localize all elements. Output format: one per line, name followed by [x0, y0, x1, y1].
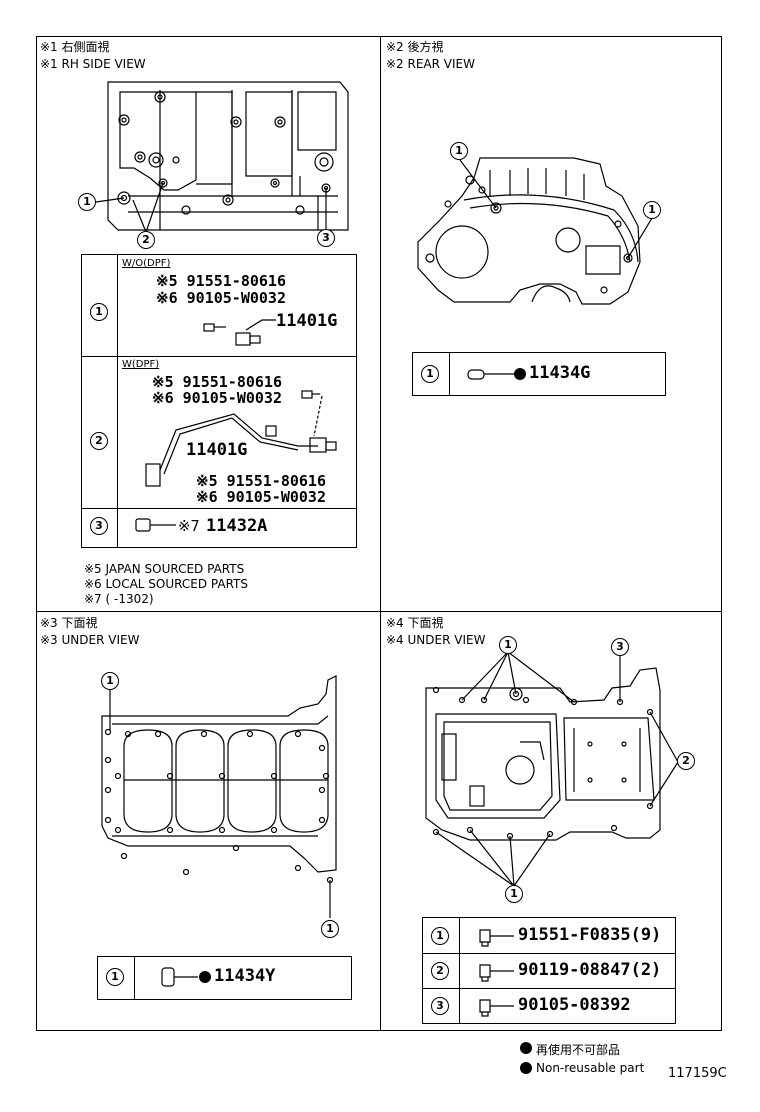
- under4-row-3-marker: 3: [431, 997, 449, 1015]
- under4-callout-1-bottom: 1: [505, 885, 523, 903]
- under4-part-90105: 90105-08392: [518, 995, 631, 1015]
- callout-2: 2: [137, 231, 155, 249]
- legend-jp: 再使用不可部品: [536, 1043, 621, 1057]
- under4-row-1-marker: 1: [431, 927, 449, 945]
- under4-part-91551: 91551-F0835(9): [518, 925, 662, 945]
- note-local-sourced: ※6 LOCAL SOURCED PARTS: [84, 577, 248, 591]
- rear-row-1-marker: 1: [421, 365, 439, 383]
- rear-callout-1-left: 1: [450, 142, 468, 160]
- callout-1: 1: [78, 193, 96, 211]
- under4-parts-table: [422, 917, 676, 1024]
- row1-part-number: 11401G: [276, 311, 338, 331]
- note-date-range: ※7 ( -1302): [84, 592, 154, 606]
- row2-bolt-part-b: ※6 90105-W0032: [152, 389, 282, 407]
- rear-callout-1-right: 1: [643, 201, 661, 219]
- rh-side-title-en: ※1 RH SIDE VIEW: [40, 57, 146, 71]
- rear-title-jp: ※2 後方視: [386, 40, 444, 54]
- row2-bolt-part-c: ※5 91551-80616: [196, 472, 326, 490]
- under4-callout-2: 2: [677, 752, 695, 770]
- under4-title-jp: ※4 下面視: [386, 616, 444, 630]
- rh-side-title-jp: ※1 右側面視: [40, 40, 110, 54]
- under3-title-jp: ※3 下面視: [40, 616, 98, 630]
- variant-wo-dpf: W/O(DPF): [122, 258, 171, 269]
- under4-callout-1-top: 1: [499, 636, 517, 654]
- under3-callout-1-top: 1: [101, 672, 119, 690]
- rear-title-en: ※2 REAR VIEW: [386, 57, 475, 71]
- row2-bolt-part-a: ※5 91551-80616: [152, 373, 282, 391]
- rh-side-parts-table: [81, 254, 357, 548]
- under4-row-2-marker: 2: [431, 962, 449, 980]
- under3-title-en: ※3 UNDER VIEW: [40, 633, 140, 647]
- under3-row-1-marker: 1: [106, 968, 124, 986]
- callout-3: 3: [317, 229, 335, 247]
- under3-part-number: 11434Y: [214, 966, 276, 986]
- row2-bolt-part-d: ※6 90105-W0032: [196, 488, 326, 506]
- note-japan-sourced: ※5 JAPAN SOURCED PARTS: [84, 562, 245, 576]
- row-3-marker: 3: [90, 517, 108, 535]
- panel-under-4: [380, 611, 722, 1031]
- under3-callout-1-bottom: 1: [321, 920, 339, 938]
- rear-parts-table: [412, 352, 666, 396]
- row1-bolt-part: ※5 91551-80616: [156, 272, 286, 290]
- row-1-marker: 1: [90, 303, 108, 321]
- under4-callout-3: 3: [611, 638, 629, 656]
- under4-title-en: ※4 UNDER VIEW: [386, 633, 486, 647]
- row2-part-number: 11401G: [186, 440, 248, 460]
- figure-id: 117159C: [668, 1066, 727, 1081]
- under3-parts-table: [97, 956, 352, 1000]
- row-2-marker: 2: [90, 432, 108, 450]
- rear-part-number: 11434G: [529, 363, 591, 383]
- legend-en: Non-reusable part: [536, 1061, 645, 1075]
- variant-w-dpf: W(DPF): [122, 359, 160, 370]
- under4-part-90119: 90119-08847(2): [518, 960, 662, 980]
- row1-bolt-part-local: ※6 90105-W0032: [156, 289, 286, 307]
- row3-prefix: ※7: [178, 517, 200, 535]
- row3-part-number: 11432A: [206, 516, 268, 536]
